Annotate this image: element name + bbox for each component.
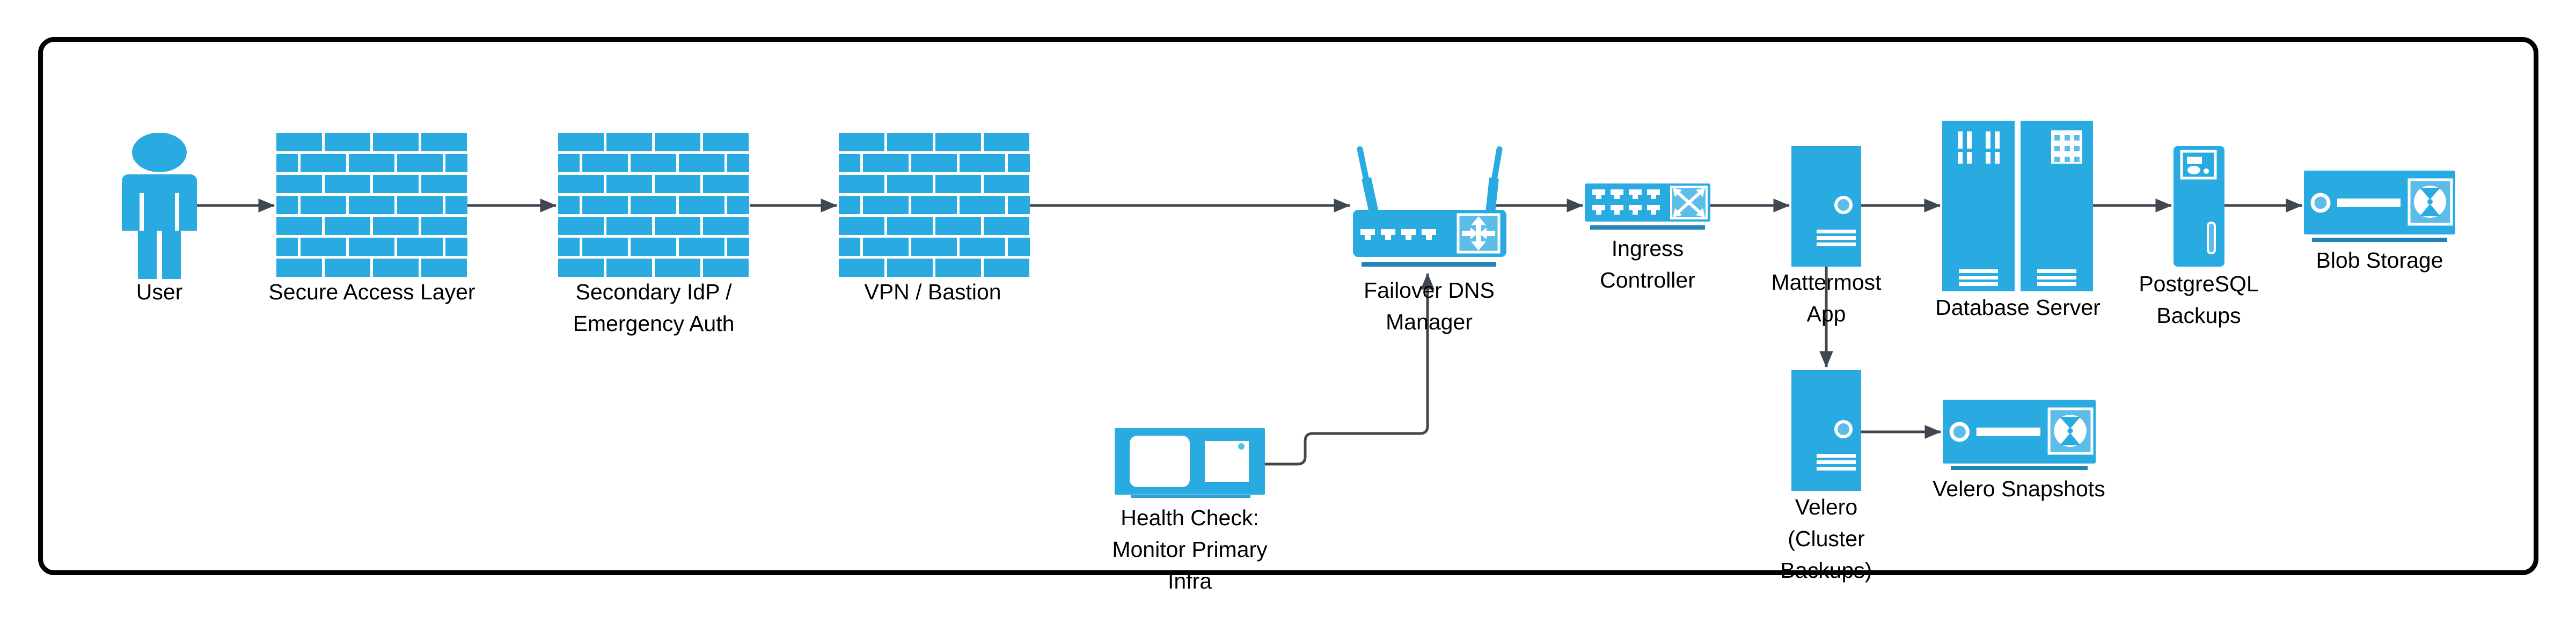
label-postgresql-backups: PostgreSQL Backups (2139, 271, 2259, 328)
crossed-arrows-glyph (1675, 190, 1702, 215)
switch-icon (1585, 183, 1710, 230)
tape-drive-icon-blob-storage (2304, 171, 2455, 234)
blob-storage-underbar (2312, 238, 2447, 242)
label-velero-snapshots: Velero Snapshots (1933, 476, 2105, 501)
label-ingress-controller: Ingress Controller (1600, 236, 1695, 292)
label-mattermost-app: Mattermost App (1771, 270, 1882, 326)
user-icon (122, 133, 197, 279)
server-tower-icon-mattermost (1791, 146, 1861, 267)
wireless-router-icon (1351, 145, 1508, 267)
server-rack-icon-database (1942, 121, 2093, 291)
label-velero: Velero (Cluster Backups) (1780, 495, 1872, 583)
backup-server-icon-postgresql (2174, 146, 2224, 267)
tape-drive-icon-velero-snapshots (1943, 400, 2096, 464)
firewall-icon-secure-access-layer (276, 133, 467, 279)
velero-snapshots-underbar (1951, 466, 2088, 470)
label-secondary-idp: Secondary IdP / Emergency Auth (573, 280, 735, 336)
label-health-check: Health Check: Monitor Primary Infra (1112, 505, 1268, 593)
arrow-healthcheck-to-dns (1265, 273, 1435, 466)
health-check-underline (1131, 495, 1250, 498)
firewall-icon-vpn-bastion (839, 133, 1030, 279)
label-database-server: Database Server (1935, 295, 2101, 320)
diagram-border (38, 37, 2538, 575)
label-secure-access-layer: Secure Access Layer (268, 280, 475, 304)
label-failover-dns-manager: Failover DNS Manager (1364, 278, 1495, 334)
monitor-icon-health-check (1115, 428, 1265, 495)
server-tower-icon-velero (1791, 370, 1861, 491)
label-vpn-bastion: VPN / Bastion (864, 280, 1001, 304)
firewall-icon-secondary-idp (558, 133, 749, 279)
label-user: User (136, 280, 183, 304)
routing-cross-glyph (1462, 216, 1495, 251)
label-blob-storage: Blob Storage (2316, 248, 2443, 273)
